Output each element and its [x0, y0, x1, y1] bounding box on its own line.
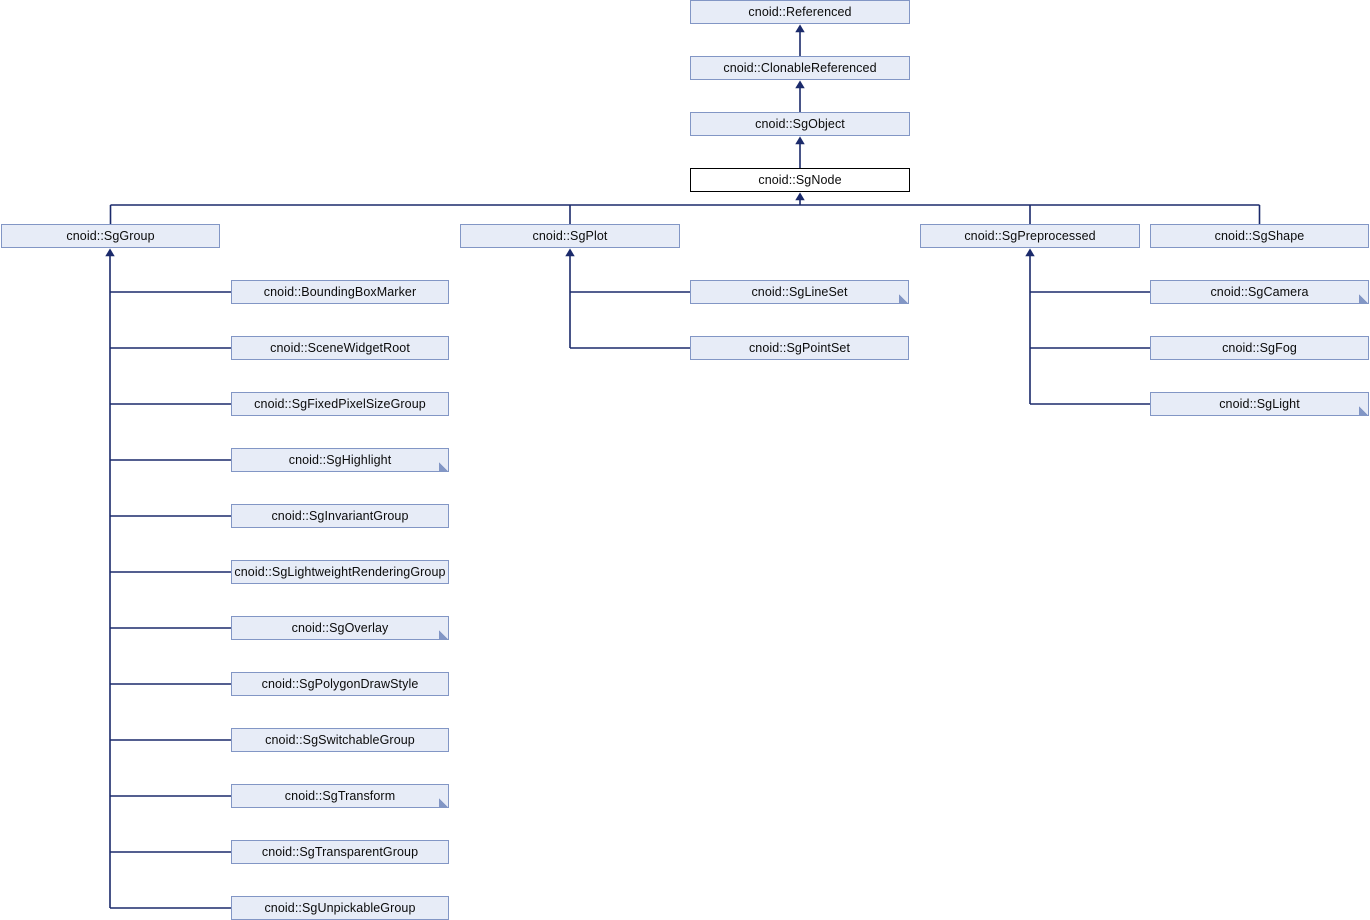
class-node-referenced[interactable]: cnoid::Referenced: [690, 0, 910, 24]
class-node-label: cnoid::SgLineSet: [751, 284, 848, 299]
class-node-label: cnoid::SgNode: [758, 172, 842, 187]
class-node-sgunpickablegroup[interactable]: cnoid::SgUnpickableGroup: [231, 896, 449, 920]
class-node-sggroup[interactable]: cnoid::SgGroup: [1, 224, 220, 248]
class-node-sgfixedpixelsizegroup[interactable]: cnoid::SgFixedPixelSizeGroup: [231, 392, 449, 416]
more-subclasses-corner-icon: [899, 294, 908, 303]
class-node-sgpointset[interactable]: cnoid::SgPointSet: [690, 336, 909, 360]
inheritance-arrow-sgpreprocessed-children: [1025, 248, 1035, 257]
class-node-label: cnoid::SgObject: [755, 116, 845, 131]
class-node-label: cnoid::SgGroup: [66, 228, 155, 243]
class-node-sgfog[interactable]: cnoid::SgFog: [1150, 336, 1369, 360]
class-node-label: cnoid::SgHighlight: [288, 452, 392, 467]
class-node-sgshape[interactable]: cnoid::SgShape: [1150, 224, 1369, 248]
class-node-label: cnoid::SgFixedPixelSizeGroup: [254, 396, 426, 411]
class-node-label: cnoid::SgPolygonDrawStyle: [261, 676, 419, 691]
class-node-label: cnoid::SgPointSet: [748, 340, 851, 355]
class-node-sglightweightrendering[interactable]: cnoid::SgLightweightRenderingGroup: [231, 560, 449, 584]
class-node-sgpolygondrawstyle[interactable]: cnoid::SgPolygonDrawStyle: [231, 672, 449, 696]
inheritance-arrow-sgnode: [795, 136, 805, 145]
class-node-label: cnoid::SgPreprocessed: [964, 228, 1096, 243]
more-subclasses-corner-icon: [439, 462, 448, 471]
class-node-label: cnoid::SgSwitchableGroup: [265, 732, 415, 747]
class-node-sglight[interactable]: cnoid::SgLight: [1150, 392, 1369, 416]
inheritance-arrow-sgobject: [795, 80, 805, 89]
more-subclasses-corner-icon: [439, 630, 448, 639]
class-node-scenewidgetroot[interactable]: cnoid::SceneWidgetRoot: [231, 336, 449, 360]
class-node-sgpreprocessed[interactable]: cnoid::SgPreprocessed: [920, 224, 1140, 248]
class-node-label: cnoid::Referenced: [748, 4, 852, 19]
class-node-label: cnoid::SgFog: [1222, 340, 1297, 355]
class-node-label: cnoid::SgUnpickableGroup: [264, 900, 416, 915]
class-node-label: cnoid::ClonableReferenced: [723, 60, 877, 75]
more-subclasses-corner-icon: [1359, 406, 1368, 415]
inheritance-arrow-sgplot-children: [565, 248, 575, 257]
class-node-label: cnoid::SgInvariantGroup: [271, 508, 409, 523]
class-node-sgswitchablegroup[interactable]: cnoid::SgSwitchableGroup: [231, 728, 449, 752]
class-node-sgoverlay[interactable]: cnoid::SgOverlay: [231, 616, 449, 640]
class-node-sgobject[interactable]: cnoid::SgObject: [690, 112, 910, 136]
class-node-sginvariantgroup[interactable]: cnoid::SgInvariantGroup: [231, 504, 449, 528]
class-node-label: cnoid::SgOverlay: [291, 620, 389, 635]
class-node-label: cnoid::SgLight: [1219, 396, 1300, 411]
class-node-sgtransparentgroup[interactable]: cnoid::SgTransparentGroup: [231, 840, 449, 864]
inheritance-arrow-sgnode-children: [795, 192, 805, 201]
inheritance-arrow-clonablereferenced: [795, 24, 805, 33]
class-node-label: cnoid::SgShape: [1214, 228, 1305, 243]
class-node-label: cnoid::SgCamera: [1210, 284, 1309, 299]
class-node-label: cnoid::BoundingBoxMarker: [263, 284, 417, 299]
class-node-clonablereferenced[interactable]: cnoid::ClonableReferenced: [690, 56, 910, 80]
class-node-sghighlight[interactable]: cnoid::SgHighlight: [231, 448, 449, 472]
class-node-label: cnoid::SgPlot: [532, 228, 608, 243]
class-node-label: cnoid::SgTransparentGroup: [261, 844, 419, 859]
class-node-sgplot[interactable]: cnoid::SgPlot: [460, 224, 680, 248]
class-node-boundingboxmarker[interactable]: cnoid::BoundingBoxMarker: [231, 280, 449, 304]
inheritance-arrow-sggroup-children: [105, 248, 115, 257]
class-node-label: cnoid::SceneWidgetRoot: [270, 340, 410, 355]
class-node-label: cnoid::SgLightweightRenderingGroup: [234, 564, 446, 579]
class-node-sgnode[interactable]: cnoid::SgNode: [690, 168, 910, 192]
class-node-sgtransform[interactable]: cnoid::SgTransform: [231, 784, 449, 808]
more-subclasses-corner-icon: [439, 798, 448, 807]
more-subclasses-corner-icon: [1359, 294, 1368, 303]
class-node-label: cnoid::SgTransform: [284, 788, 396, 803]
class-node-sgcamera[interactable]: cnoid::SgCamera: [1150, 280, 1369, 304]
class-node-sglineset[interactable]: cnoid::SgLineSet: [690, 280, 909, 304]
